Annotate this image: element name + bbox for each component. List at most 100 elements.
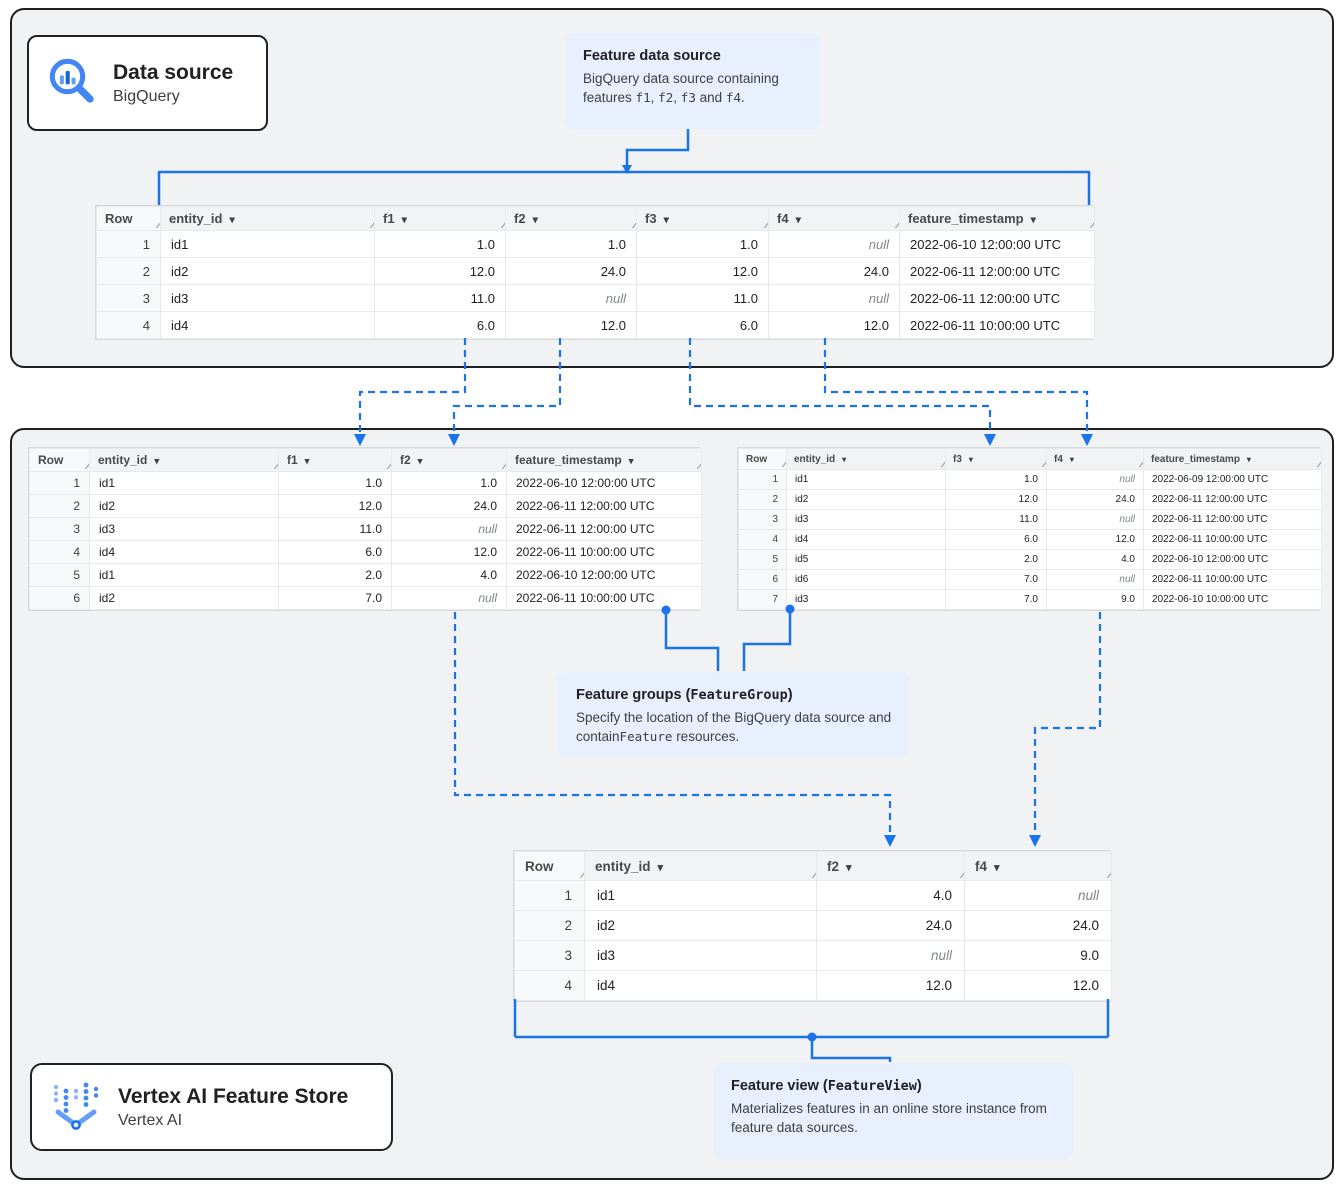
table-cell: id4 (786, 529, 946, 550)
table-cell: 4.0 (1046, 549, 1144, 570)
table-cell: 7.0 (278, 586, 392, 610)
table-cell: id3 (786, 509, 946, 530)
table-cell: 2022-06-11 12:00:00 UTC (1143, 509, 1322, 530)
sort-caret-icon: ▾ (1030, 215, 1036, 226)
column-header-f4: f4▾∕∕ (1046, 448, 1144, 470)
table-cell: 5 (29, 563, 90, 587)
vertex-ai-dots-icon (48, 1079, 104, 1136)
column-header-feature_timestamp: feature_timestamp▾∕∕ (1143, 448, 1322, 470)
table-cell: 12.0 (505, 311, 637, 339)
column-header-f2: f2▾∕∕ (391, 448, 507, 472)
table-cell: 4 (29, 540, 90, 564)
null-value: null (868, 290, 889, 306)
null-value: null (1119, 474, 1135, 485)
column-header-row: Row∕∕ (514, 851, 585, 881)
table-cell: 12.0 (1046, 529, 1144, 550)
table-cell: id4 (160, 311, 375, 339)
table-cell: 1.0 (278, 471, 392, 495)
callout-title: Feature data source (583, 48, 721, 64)
vertex-feature-store-card: Vertex AI Feature Store Vertex AI (30, 1063, 393, 1151)
table-cell: id6 (786, 569, 946, 590)
table-cell: id1 (89, 563, 279, 587)
table-cell: 7.0 (945, 589, 1047, 610)
table-cell: 2.0 (278, 563, 392, 587)
table-cell: null (816, 940, 965, 971)
feature-view-table-f2-f4: Row∕∕entity_id▾∕∕f2▾∕∕f4▾∕∕1id14.0null2i… (513, 850, 1112, 1002)
table-cell: null (768, 230, 900, 258)
sort-caret-icon: ▾ (628, 456, 634, 467)
table-cell: id5 (786, 549, 946, 570)
sort-caret-icon: ▾ (154, 456, 160, 467)
data-source-card: Data source BigQuery (27, 35, 268, 131)
table-cell: 6.0 (278, 540, 392, 564)
table-cell: id2 (584, 910, 817, 941)
table-cell: 2022-06-11 12:00:00 UTC (506, 494, 702, 518)
column-header-f1: f1▾∕∕ (374, 206, 506, 231)
table-cell: 3 (738, 509, 787, 530)
null-value: null (478, 591, 497, 605)
table-cell: id2 (160, 257, 375, 285)
table-cell: null (1046, 509, 1144, 530)
table-cell: null (1046, 469, 1144, 490)
table-cell: null (391, 586, 507, 610)
table-cell: id1 (89, 471, 279, 495)
table-cell: id4 (89, 540, 279, 564)
table-cell: 12.0 (636, 257, 769, 285)
table-cell: 24.0 (768, 257, 900, 285)
feature-data-source-callout: Feature data source BigQuery data source… (565, 33, 820, 129)
table-cell: id2 (89, 586, 279, 610)
bigquery-magnifier-chart-icon (45, 54, 99, 113)
table-cell: 12.0 (374, 257, 506, 285)
sort-caret-icon: ▾ (994, 861, 1000, 874)
feature-group-table-f3-f4: Row∕∕entity_id▾∕∕f3▾∕∕f4▾∕∕feature_times… (737, 447, 1322, 611)
header-row: Row∕∕entity_id▾∕∕f1▾∕∕f2▾∕∕f3▾∕∕f4▾∕∕fea… (96, 206, 1095, 231)
column-header-entity_id: entity_id▾∕∕ (584, 851, 817, 881)
callout-body: BigQuery data source containing features… (583, 71, 779, 105)
callout-body: Materializes features in an online store… (731, 1101, 1047, 1135)
table-cell: 2022-06-11 12:00:00 UTC (1143, 489, 1322, 510)
table-cell: null (505, 284, 637, 312)
table-cell: 6 (738, 569, 787, 590)
table-cell: 2 (29, 494, 90, 518)
table-cell: 4.0 (391, 563, 507, 587)
callout-title: Feature groups (FeatureGroup) (576, 687, 793, 703)
table-cell: null (391, 517, 507, 541)
column-header-f3: f3▾∕∕ (636, 206, 769, 231)
column-header-entity_id: entity_id▾∕∕ (786, 448, 946, 470)
sort-caret-icon: ▾ (532, 215, 538, 226)
column-header-f1: f1▾∕∕ (278, 448, 392, 472)
sort-caret-icon: ▾ (401, 215, 407, 226)
table-cell: 11.0 (374, 284, 506, 312)
column-header-row: Row∕∕ (738, 448, 787, 470)
table-cell: 2022-06-11 12:00:00 UTC (506, 517, 702, 541)
table-cell: 12.0 (768, 311, 900, 339)
table-cell: 3 (96, 284, 161, 312)
table-cell: 2 (514, 910, 585, 941)
table-cell: id2 (89, 494, 279, 518)
header-row: Row∕∕entity_id▾∕∕f1▾∕∕f2▾∕∕feature_times… (29, 448, 702, 472)
table-cell: 1.0 (391, 471, 507, 495)
table-cell: 2022-06-11 12:00:00 UTC (899, 284, 1095, 312)
table-cell: 3 (29, 517, 90, 541)
table-cell: 6.0 (945, 529, 1047, 550)
callout-title: Feature view (FeatureView) (731, 1078, 922, 1094)
null-value: null (478, 522, 497, 536)
column-header-f4: f4▾∕∕ (768, 206, 900, 231)
column-header-row: Row∕∕ (96, 206, 161, 231)
table-cell: 24.0 (816, 910, 965, 941)
table-cell: 9.0 (964, 940, 1112, 971)
callout-body: Specify the location of the BigQuery dat… (576, 710, 892, 744)
table-cell: id3 (786, 589, 946, 610)
sort-caret-icon: ▾ (229, 215, 235, 226)
table-cell: 11.0 (945, 509, 1047, 530)
